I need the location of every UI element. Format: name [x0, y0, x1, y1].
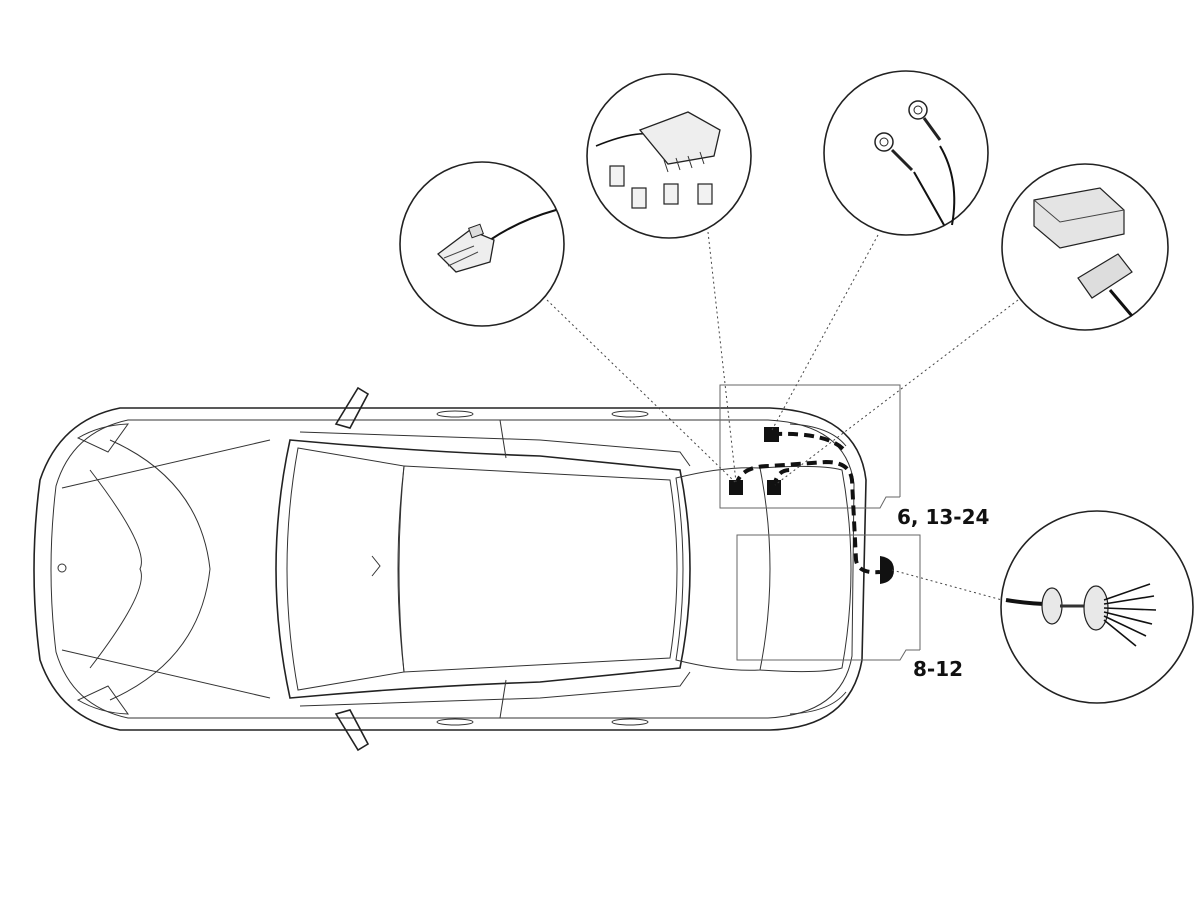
detail-ground-terminals — [823, 70, 989, 236]
windshield — [286, 447, 405, 691]
detail-plug-connector — [399, 161, 565, 327]
mirror-left — [334, 386, 370, 429]
car-top-view — [33, 386, 867, 752]
callout-label-lower: 8-12 — [913, 657, 963, 681]
roof — [398, 465, 678, 673]
ring-terminal-icon — [874, 100, 956, 226]
upper-region-frame — [719, 384, 901, 509]
fuse-icon — [595, 111, 721, 209]
control-module-icon — [1033, 187, 1134, 317]
callout-label-upper: 6, 13-24 — [897, 505, 989, 529]
lower-region-frame — [736, 534, 921, 661]
wiring-harness — [729, 427, 894, 584]
emblem — [57, 563, 67, 573]
callout-frames — [719, 384, 921, 661]
detail-control-module — [1001, 163, 1169, 331]
mirror-right — [334, 709, 370, 752]
detail-socket — [1000, 510, 1194, 704]
detail-fuses — [586, 73, 752, 239]
trailer-socket-icon — [1005, 583, 1157, 647]
connector-point-2 — [767, 480, 781, 495]
plug-connector-icon — [437, 209, 557, 273]
leader-lines — [546, 231, 1019, 601]
socket-mount — [880, 556, 894, 584]
connector-point-1 — [729, 480, 743, 495]
connector-point-3 — [764, 427, 779, 442]
